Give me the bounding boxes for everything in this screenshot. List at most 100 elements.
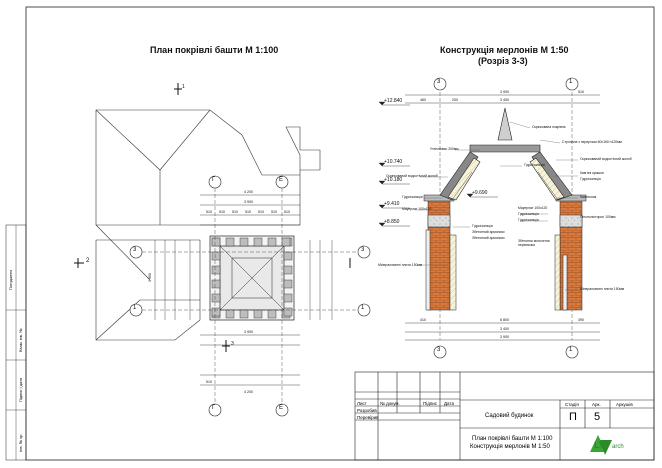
- section-note: Оцинкована покрівля: [532, 125, 566, 129]
- merlon-block: [211, 251, 221, 261]
- plan-dim-left: 3 900: [148, 273, 152, 282]
- plan-small-dim: 510: [258, 210, 264, 214]
- plan-small-dim: 510: [206, 210, 212, 214]
- merlon-blocks: [211, 237, 293, 319]
- stamp-project: Садовий будинок: [485, 413, 534, 419]
- section-note: Збетонна монолітна перемичка: [518, 239, 550, 247]
- elevation-arrow: [378, 101, 386, 106]
- section-dim-top: 3 900: [500, 90, 509, 94]
- section-note: Стропила з перерізом 60x160 h120мм: [562, 140, 622, 144]
- roof-section: [439, 107, 573, 201]
- merlon-block: [225, 309, 235, 319]
- title-block: [354, 371, 655, 461]
- merlon-block: [267, 309, 277, 319]
- tower-plan: [209, 235, 295, 321]
- section-dim-bot3: 3 900: [500, 335, 509, 339]
- stamp-col-sheet: Лист: [357, 401, 367, 406]
- plan-axis-bubbles: [129, 175, 371, 417]
- axis-3-right: 3: [361, 247, 365, 253]
- stamp-developed: Розробив: [357, 408, 377, 413]
- section-axis-1-top: 1: [569, 79, 573, 85]
- plan-small-dim: 510: [271, 210, 277, 214]
- elevation-label: +10.740: [384, 159, 403, 165]
- section-note: Гідроізоляція: [518, 212, 539, 216]
- section-note: Оцинкований водостічний жолоб: [386, 174, 438, 178]
- section-note: Оцинкований водостічний жолоб: [580, 157, 632, 161]
- side-strip-inv: Інв. № ор.: [18, 433, 23, 452]
- merlon-block: [211, 307, 221, 317]
- axis-1-left: 1: [133, 305, 137, 311]
- plan-dim-bottom: 4 200: [244, 390, 253, 394]
- section-note: Збетонний армопояс: [472, 230, 505, 234]
- stamp-stage-label: Стадія: [565, 402, 579, 407]
- plan-axes: [142, 188, 358, 402]
- plan-title: План покрівлі башти М 1:100: [150, 45, 279, 55]
- axis-1-right: 1: [361, 305, 365, 311]
- section-axis-3-bottom: 3: [437, 347, 441, 353]
- stamp-sheet-label: Арк.: [592, 402, 601, 407]
- section-title: Конструкція мерлонів М 1:50: [440, 45, 569, 55]
- section-dim-bot: 6 800: [500, 318, 509, 322]
- section-subtitle: (Розріз 3-3): [478, 56, 528, 66]
- axis-g-top: Г: [212, 177, 216, 183]
- axis-e-bottom: Е: [279, 405, 284, 411]
- section-note: Кахельник: [580, 195, 597, 199]
- side-strip-sign: Підпис і дата: [18, 377, 23, 402]
- stamp-col-doc: № докум.: [380, 401, 400, 406]
- elevation-label: +12.840: [384, 98, 403, 104]
- section-note: Мінераловатні плити 150мм: [378, 263, 423, 267]
- merlon-block: [283, 307, 293, 317]
- axis-e-top: Е: [279, 177, 284, 183]
- logo-text: arch: [612, 444, 624, 450]
- section-dim-w4: 410: [420, 318, 426, 322]
- section-note: Гідроізоляція: [580, 177, 601, 181]
- section-note: Гідроізоляція: [472, 224, 493, 228]
- elevation-label: +9.410: [384, 201, 400, 207]
- section-dim-w3: 510: [578, 90, 584, 94]
- section-note: Гідроізоляція: [518, 218, 539, 222]
- plan-dim-lines: [154, 194, 333, 386]
- section-dim-lines: [405, 94, 600, 341]
- section-mark-2: 2: [86, 258, 90, 264]
- elevation-label: +9.690: [472, 190, 488, 196]
- merlon-block: [283, 279, 293, 289]
- merlon-block: [281, 237, 291, 247]
- section-mark-3: 3: [231, 341, 234, 347]
- plan-small-dim: 510: [245, 210, 251, 214]
- elevation-arrow: [378, 180, 386, 185]
- section-note: Мінераловатні плити 150мм: [580, 287, 625, 291]
- section-note: Кам'яні кришки: [580, 171, 604, 175]
- section-note: Гідроізоляція: [402, 195, 423, 199]
- logo-letters: LV: [594, 440, 605, 450]
- section-axis-bubbles: [433, 77, 579, 359]
- brick-walls: [423, 194, 587, 311]
- logo-mark: [590, 435, 612, 455]
- leader-lines: [415, 121, 580, 291]
- stamp-sheets-label: Аркушів: [616, 402, 633, 407]
- section-dim-w5: 390: [578, 318, 584, 322]
- section-mark-1-top: 1: [182, 84, 185, 90]
- merlon-block: [211, 237, 221, 247]
- plan-small-dim: 510: [232, 210, 238, 214]
- section-dim-mid: 3 400: [500, 98, 509, 102]
- plan-small-dim: 510: [284, 210, 290, 214]
- section-note: Мауерлат 100x120: [518, 206, 548, 210]
- section-axis-3-top: 3: [437, 79, 441, 85]
- section-dim-bot2: 3 400: [500, 327, 509, 331]
- axis-3-left: 3: [133, 247, 137, 253]
- elevation-label: +8.850: [384, 219, 400, 225]
- elevation-arrow: [378, 162, 386, 167]
- stamp-stage: П: [569, 411, 577, 423]
- stamp-sheet-title1: План покрівлі башти М 1:100: [472, 436, 553, 442]
- plan-dim-sub: 3 900: [244, 330, 253, 334]
- axis-g-bottom: Г: [212, 405, 216, 411]
- stamp-col-date: Дата: [444, 401, 454, 406]
- side-strip-agreed: Погоджено: [8, 269, 13, 290]
- merlon-block: [239, 309, 249, 319]
- merlon-block: [239, 237, 249, 247]
- elevation-arrow: [378, 204, 386, 209]
- merlon-block: [211, 279, 221, 289]
- elevation-label: +10.180: [384, 177, 403, 183]
